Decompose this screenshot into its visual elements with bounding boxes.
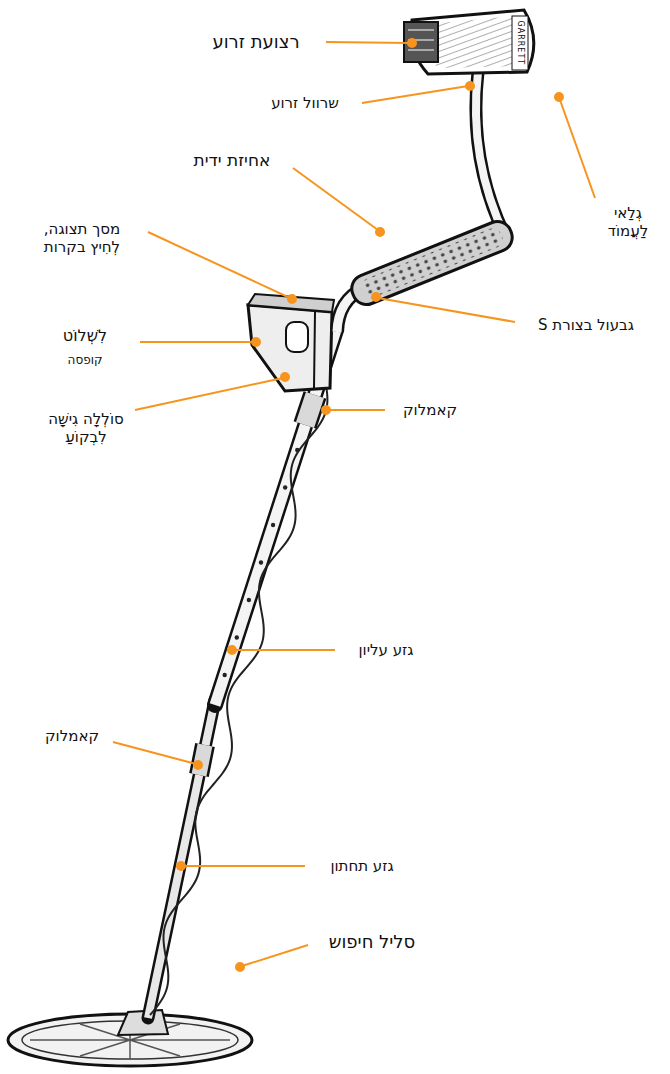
coil-cable — [150, 380, 327, 1015]
part-label: קופסה — [45, 353, 125, 367]
part-label: גזע עליון — [338, 641, 434, 659]
part-label: גבעול בצורת S — [521, 316, 651, 334]
leader-line — [113, 39, 595, 971]
part-label: גזע תחתון — [309, 857, 415, 875]
part-label: מסך תצוגה, לְחִיץ בקרות — [27, 220, 137, 256]
part-label: GARRETT — [515, 13, 525, 73]
shaft-hole — [271, 523, 275, 527]
part-label: אחיזת ידית — [172, 150, 292, 170]
part-label: גְלַאי לַעֲמוֹד — [595, 204, 661, 240]
part-label: לִשְׁלוֹט — [35, 326, 135, 345]
handle-grip — [348, 217, 517, 308]
part-label: קאמלוק — [390, 401, 470, 419]
part-label: סליל חיפוש — [312, 931, 432, 953]
shaft-hole — [235, 635, 239, 639]
part-label: רצועת זרוע — [191, 31, 321, 53]
camlock — [199, 395, 315, 775]
arm-rest — [404, 10, 534, 74]
shaft-hole — [247, 598, 251, 602]
part-label: סוֹלְלָה גִישָׁה לִבְקוֹעַ — [38, 410, 134, 446]
part-label: קאמלוק — [32, 727, 112, 745]
shaft-hole — [222, 673, 226, 677]
part-label: שרוול זרוע — [250, 94, 360, 112]
search-coil — [8, 1010, 252, 1066]
shaft-hole — [259, 560, 263, 564]
shaft-hole — [283, 485, 287, 489]
control-box — [248, 294, 334, 391]
shaft — [148, 330, 336, 1018]
shaft-holes — [222, 373, 323, 677]
